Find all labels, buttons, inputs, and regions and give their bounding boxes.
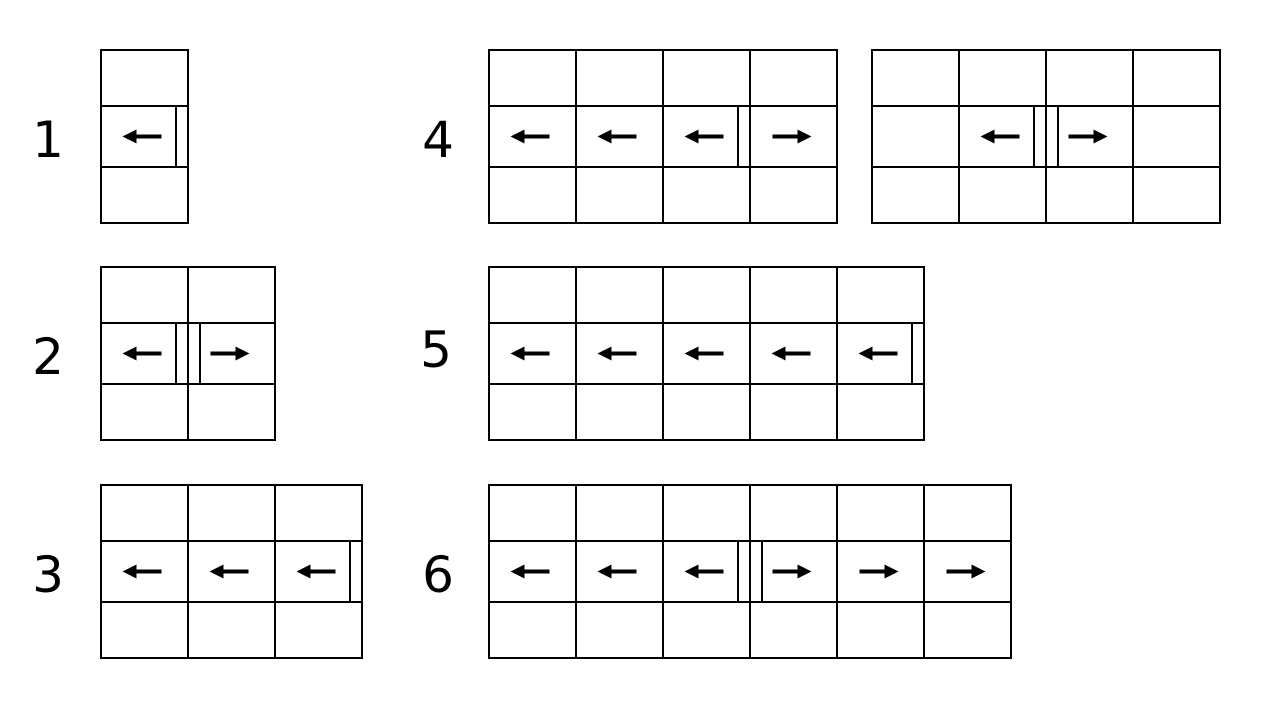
figure-label: 4: [422, 111, 454, 169]
figure-label: 1: [32, 111, 64, 169]
arrow-right-icon: [859, 564, 899, 579]
figure-label: 5: [420, 321, 452, 379]
arrow-right-icon: [210, 346, 250, 361]
arrow-left-icon: [684, 564, 724, 579]
arrow-left-icon: [597, 129, 637, 144]
arrow-right-icon: [772, 129, 812, 144]
figure-label: 2: [32, 328, 64, 386]
arrow-left-icon: [858, 346, 898, 361]
figure-6: 5: [420, 266, 925, 441]
arrow-right-icon: [1068, 129, 1108, 144]
arrow-right-icon: [946, 564, 986, 579]
arrow-left-icon: [510, 129, 550, 144]
figure-label: 6: [422, 546, 454, 604]
arrow-left-icon: [122, 564, 162, 579]
arrow-left-icon: [597, 346, 637, 361]
grid-frame: [100, 484, 363, 659]
grid-frame: [488, 266, 925, 441]
arrow-left-icon: [684, 346, 724, 361]
figure-5: [871, 49, 1221, 224]
figure-7: 6: [422, 484, 1012, 659]
arrow-right-icon: [772, 564, 812, 579]
figure-3: 3: [32, 484, 363, 659]
arrow-left-icon: [684, 129, 724, 144]
arrow-left-icon: [980, 129, 1020, 144]
figure-1: 1: [32, 49, 189, 224]
figure-2: 2: [32, 266, 276, 441]
arrow-left-icon: [771, 346, 811, 361]
figure-label: 3: [32, 546, 64, 604]
arrow-left-icon: [597, 564, 637, 579]
figure-4: 4: [422, 49, 838, 224]
arrow-left-icon: [122, 346, 162, 361]
arrow-left-icon: [122, 129, 162, 144]
arrow-left-icon: [510, 346, 550, 361]
arrow-left-icon: [296, 564, 336, 579]
grid-frame: [100, 49, 189, 224]
arrow-left-icon: [209, 564, 249, 579]
arrow-left-icon: [510, 564, 550, 579]
